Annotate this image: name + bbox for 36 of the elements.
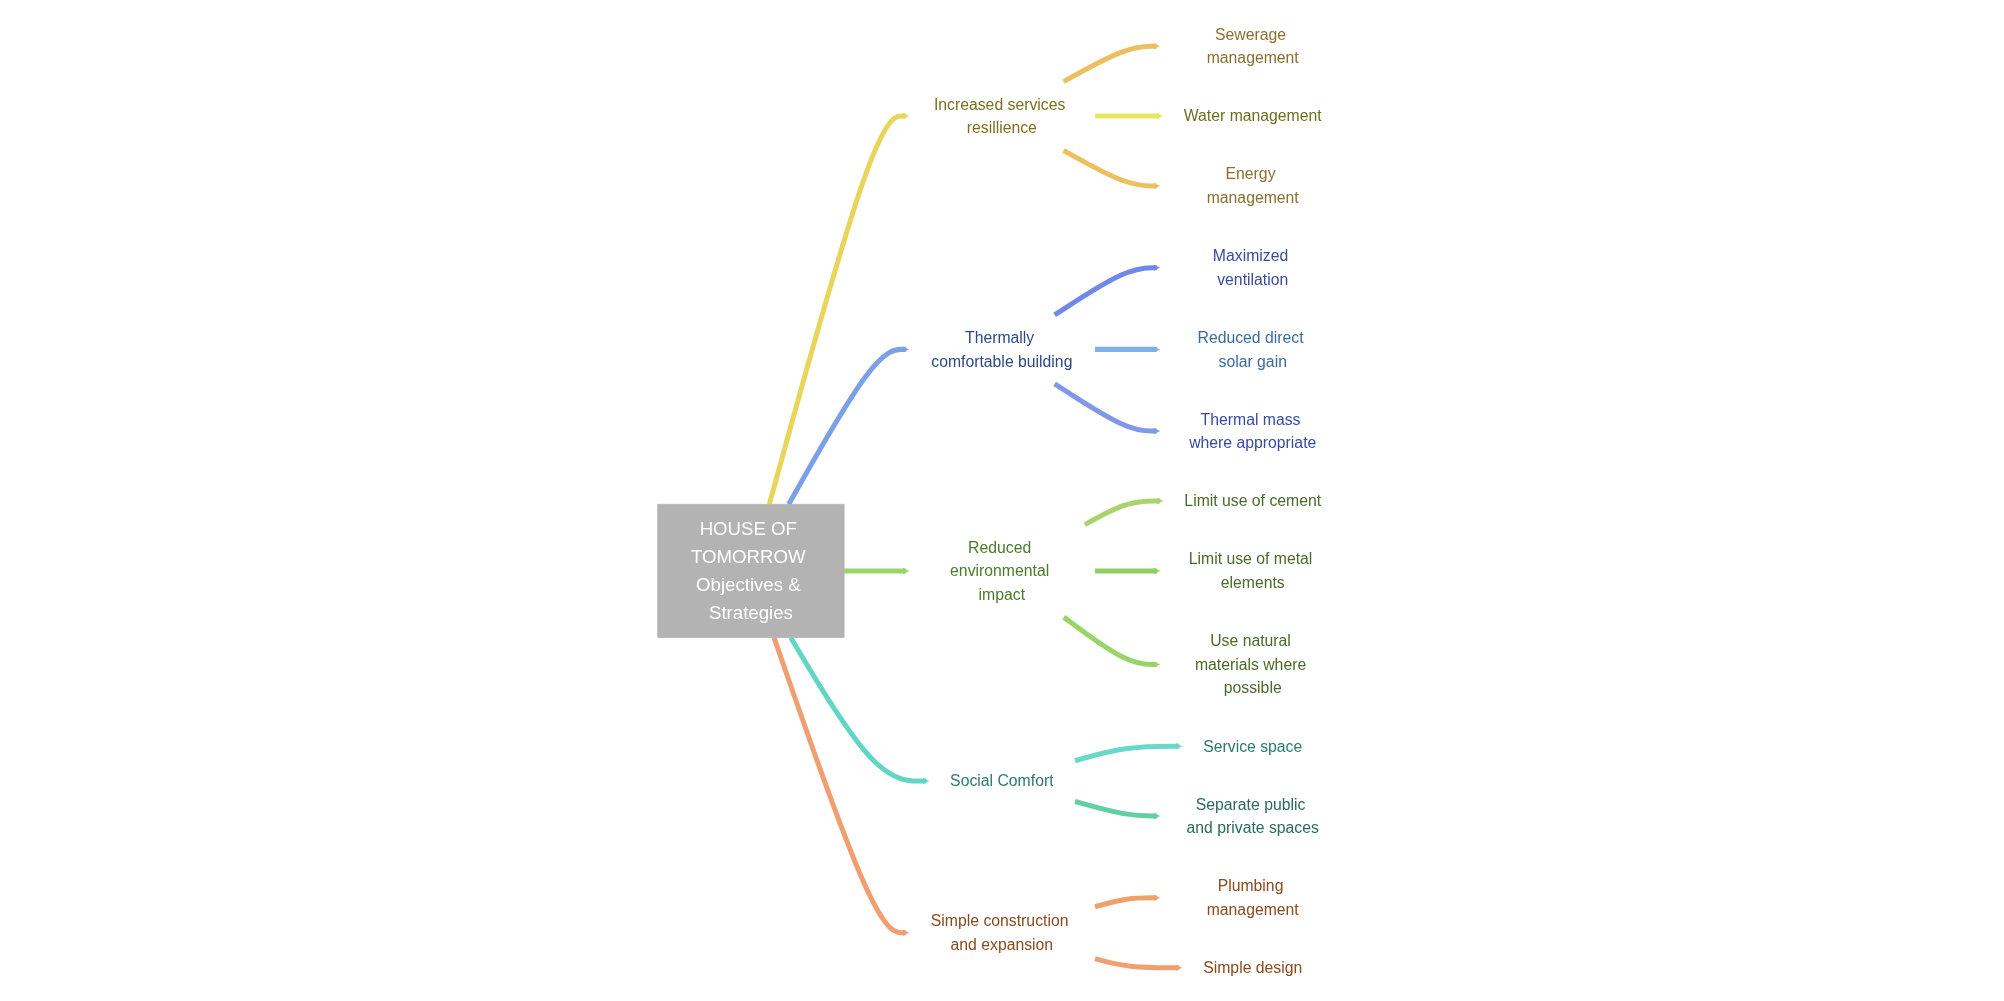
arrow	[1062, 614, 1160, 668]
node-text: Limit use of cement	[1184, 491, 1322, 510]
node-text: Increased services resillience	[934, 94, 1066, 137]
node-text: Thermally comfortable building	[931, 328, 1073, 370]
arrow	[1062, 147, 1160, 189]
node-text: Thermal mass where appropriate	[1189, 409, 1317, 452]
node-text: Maximized ventilation	[1213, 246, 1289, 288]
arrow	[1095, 345, 1160, 353]
node-text: Reduced environmental impact	[950, 537, 1050, 603]
arrow	[1062, 42, 1160, 84]
node-text: Sewerage management	[1206, 24, 1299, 67]
arrow	[1074, 798, 1160, 819]
node-text: Simple design	[1203, 958, 1303, 977]
arrow	[1053, 381, 1160, 434]
arrow	[1074, 742, 1183, 763]
arrow	[767, 112, 910, 505]
node-box: HOUSE OF TOMORROW Objectives & Strategies	[657, 503, 845, 638]
node-text: Separate public and private spaces	[1186, 794, 1320, 837]
arrow	[844, 567, 910, 574]
node-text: Limit use of metal elements	[1188, 549, 1313, 592]
arrow	[771, 636, 910, 936]
node-text: Plumbing management	[1206, 876, 1299, 919]
arrow	[1095, 567, 1160, 574]
arrow	[1053, 264, 1160, 317]
arrow	[1094, 955, 1183, 971]
arrow	[786, 345, 910, 505]
arrow	[1095, 112, 1163, 119]
node-text: Water management	[1183, 106, 1322, 125]
node-text: Service space	[1203, 736, 1303, 755]
arrow	[1083, 497, 1164, 527]
arrow	[1094, 894, 1160, 909]
node-text: Social Comfort	[950, 771, 1054, 790]
node-text: Use natural materials where possible	[1195, 631, 1307, 697]
node-text: Energy management	[1206, 164, 1299, 207]
node-text: Simple construction and expansion	[931, 911, 1069, 954]
node-text: Reduced direct solar gain	[1197, 328, 1304, 370]
